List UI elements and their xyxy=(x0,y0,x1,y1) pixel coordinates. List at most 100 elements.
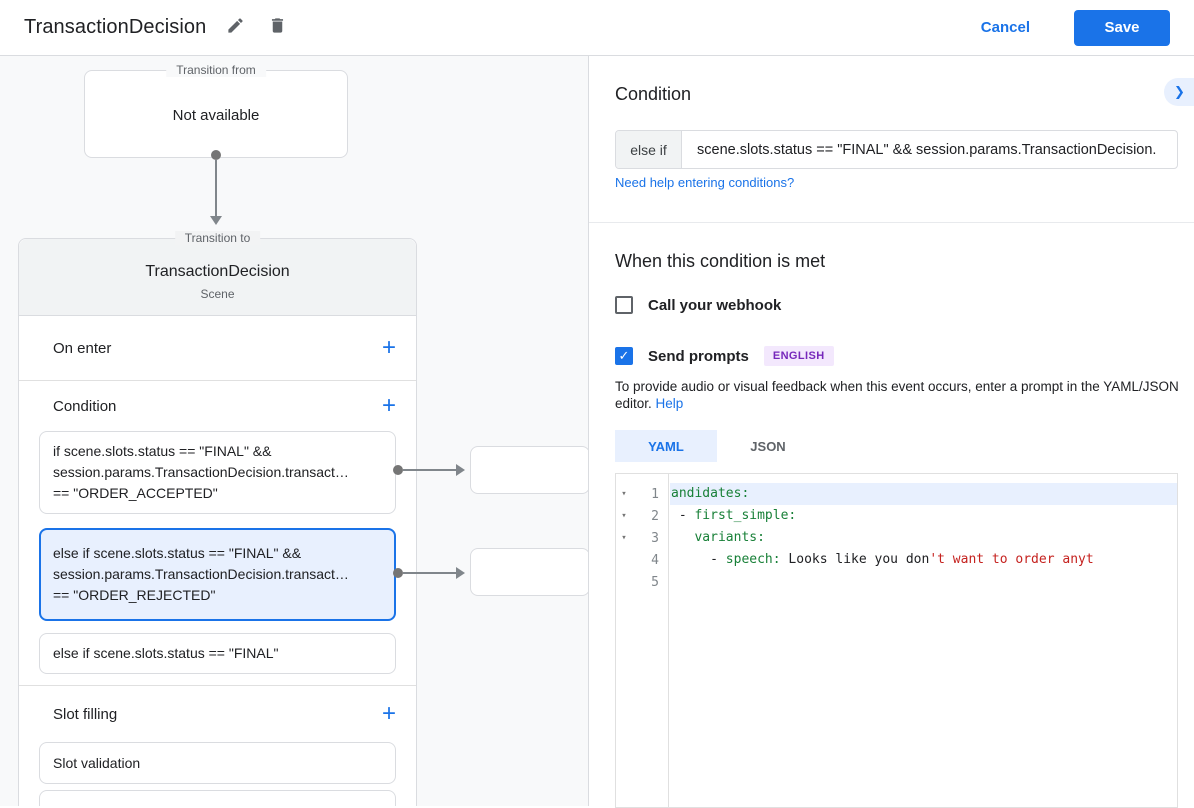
connector-line xyxy=(403,572,456,574)
panel-divider xyxy=(589,222,1194,223)
tab-yaml[interactable]: YAML xyxy=(615,430,717,462)
scene-type-label: Scene xyxy=(19,287,416,301)
slot-validation-card[interactable]: Slot validation xyxy=(39,742,396,784)
connector-line xyxy=(403,469,456,471)
line-number: 4 xyxy=(632,553,668,568)
condition-line: if scene.slots.status == "FINAL" && xyxy=(53,441,382,462)
arrow-down-icon xyxy=(210,216,222,225)
collapse-panel-button[interactable]: ❯ xyxy=(1164,78,1194,106)
fold-arrow-icon[interactable]: ▾ xyxy=(616,533,632,543)
call-webhook-checkbox[interactable] xyxy=(615,296,633,314)
slot-filling-section-header: Slot filling + xyxy=(19,686,416,742)
prompt-description-text: To provide audio or visual feedback when… xyxy=(615,379,1179,411)
code-token: first_simple: xyxy=(694,508,796,523)
tab-json[interactable]: JSON xyxy=(717,430,819,462)
scene-card-header[interactable]: TransactionDecision Scene xyxy=(19,239,416,316)
webhook-row: Call your webhook xyxy=(615,296,781,314)
line-number: 1 xyxy=(632,487,668,502)
condition-expression-input: else if scene.slots.status == "FINAL" &&… xyxy=(615,130,1178,169)
code-token: speech: xyxy=(726,552,781,567)
condition-section-label: Condition xyxy=(53,398,382,415)
chevron-right-icon: ❯ xyxy=(1174,84,1185,100)
top-bar: TransactionDecision Cancel Save xyxy=(0,0,1194,56)
yaml-code-editor[interactable]: ▾ 1 ▾ 2 ▾ 3 4 5 andidates: - first_simpl xyxy=(615,473,1178,808)
condition-line: == "ORDER_ACCEPTED" xyxy=(53,483,382,504)
line-number: 5 xyxy=(632,575,668,590)
slot-filling-cards: Slot validation xyxy=(19,742,416,806)
on-enter-label: On enter xyxy=(53,340,382,357)
prompt-description: To provide audio or visual feedback when… xyxy=(615,378,1181,412)
code-token: Looks like you don xyxy=(781,552,930,567)
gutter-row: ▾ 2 xyxy=(616,505,668,527)
page-title: TransactionDecision xyxy=(24,16,206,39)
condition-heading: Condition xyxy=(615,84,691,105)
language-badge: ENGLISH xyxy=(764,346,834,366)
line-number: 3 xyxy=(632,531,668,546)
conditions-help-link[interactable]: Need help entering conditions? xyxy=(615,175,794,190)
condition-line: session.params.TransactionDecision.trans… xyxy=(53,462,382,483)
condition-expression-value[interactable]: scene.slots.status == "FINAL" && session… xyxy=(682,131,1177,168)
add-condition-button[interactable]: + xyxy=(382,394,396,418)
transition-from-legend: Transition from xyxy=(166,63,266,77)
add-slot-button[interactable]: + xyxy=(382,702,396,726)
code-line-3: variants: xyxy=(670,527,1177,549)
code-line-1: andidates: xyxy=(670,483,1177,505)
prompt-help-link[interactable]: Help xyxy=(656,396,684,411)
checkmark-icon: ✓ xyxy=(619,348,630,364)
editor-gutter: ▾ 1 ▾ 2 ▾ 3 4 5 xyxy=(616,474,669,807)
code-token: - xyxy=(671,508,694,523)
send-prompts-row: ✓ Send prompts ENGLISH xyxy=(615,346,834,366)
code-token xyxy=(671,530,694,545)
condition-cards: if scene.slots.status == "FINAL" && sess… xyxy=(19,431,416,674)
when-met-heading: When this condition is met xyxy=(615,251,825,272)
scene-name: TransactionDecision xyxy=(19,239,416,281)
condition-editor-panel: Condition ❯ else if scene.slots.status =… xyxy=(588,56,1194,806)
trash-icon xyxy=(268,16,287,40)
code-line-5 xyxy=(670,571,1177,593)
on-enter-section: On enter + xyxy=(19,316,416,381)
pencil-icon xyxy=(226,16,245,40)
code-token: 't want to order anyt xyxy=(929,552,1093,567)
code-token: variants: xyxy=(694,530,764,545)
code-token: - xyxy=(671,552,726,567)
gutter-row: 5 xyxy=(616,571,668,593)
edit-scene-button[interactable] xyxy=(222,15,248,41)
editor-code-area[interactable]: andidates: - first_simple: variants: - s… xyxy=(670,474,1177,807)
delete-scene-button[interactable] xyxy=(264,15,290,41)
connector-line xyxy=(215,160,217,216)
send-prompts-checkbox[interactable]: ✓ xyxy=(615,347,633,365)
save-button[interactable]: Save xyxy=(1074,10,1170,46)
transition-from-box: Transition from Not available xyxy=(84,70,348,158)
connector-dot xyxy=(393,465,403,475)
arrow-right-icon xyxy=(456,567,465,579)
scene-card: Transition to TransactionDecision Scene … xyxy=(18,238,417,806)
connector-dot xyxy=(211,150,221,160)
condition-card-final[interactable]: else if scene.slots.status == "FINAL" xyxy=(39,633,396,674)
code-line-2: - first_simple: xyxy=(670,505,1177,527)
transition-to-legend: Transition to xyxy=(175,231,261,245)
transition-from-value: Not available xyxy=(85,107,347,124)
gutter-row: ▾ 3 xyxy=(616,527,668,549)
cancel-button[interactable]: Cancel xyxy=(981,19,1030,36)
condition-line: else if scene.slots.status == "FINAL" xyxy=(53,643,382,664)
condition-card-accepted[interactable]: if scene.slots.status == "FINAL" && sess… xyxy=(39,431,396,514)
next-card-partial[interactable] xyxy=(39,790,396,806)
call-webhook-label: Call your webhook xyxy=(648,297,781,314)
line-number: 2 xyxy=(632,509,668,524)
slot-filling-label: Slot filling xyxy=(53,706,382,723)
code-token: andidates: xyxy=(671,486,749,501)
fold-arrow-icon[interactable]: ▾ xyxy=(616,511,632,521)
gutter-row: 4 xyxy=(616,549,668,571)
connector-dot xyxy=(393,568,403,578)
condition-card-rejected-selected[interactable]: else if scene.slots.status == "FINAL" &&… xyxy=(39,528,396,621)
gutter-row: ▾ 1 xyxy=(616,483,668,505)
transition-target-box[interactable] xyxy=(470,548,590,596)
arrow-right-icon xyxy=(456,464,465,476)
fold-arrow-icon[interactable]: ▾ xyxy=(616,489,632,499)
condition-prefix-label: else if xyxy=(616,131,682,168)
transition-target-box[interactable] xyxy=(470,446,590,494)
add-on-enter-button[interactable]: + xyxy=(382,336,396,360)
editor-tabs: YAML JSON xyxy=(615,430,819,462)
code-line-4: - speech: Looks like you don't want to o… xyxy=(670,549,1177,571)
send-prompts-label: Send prompts xyxy=(648,348,749,365)
